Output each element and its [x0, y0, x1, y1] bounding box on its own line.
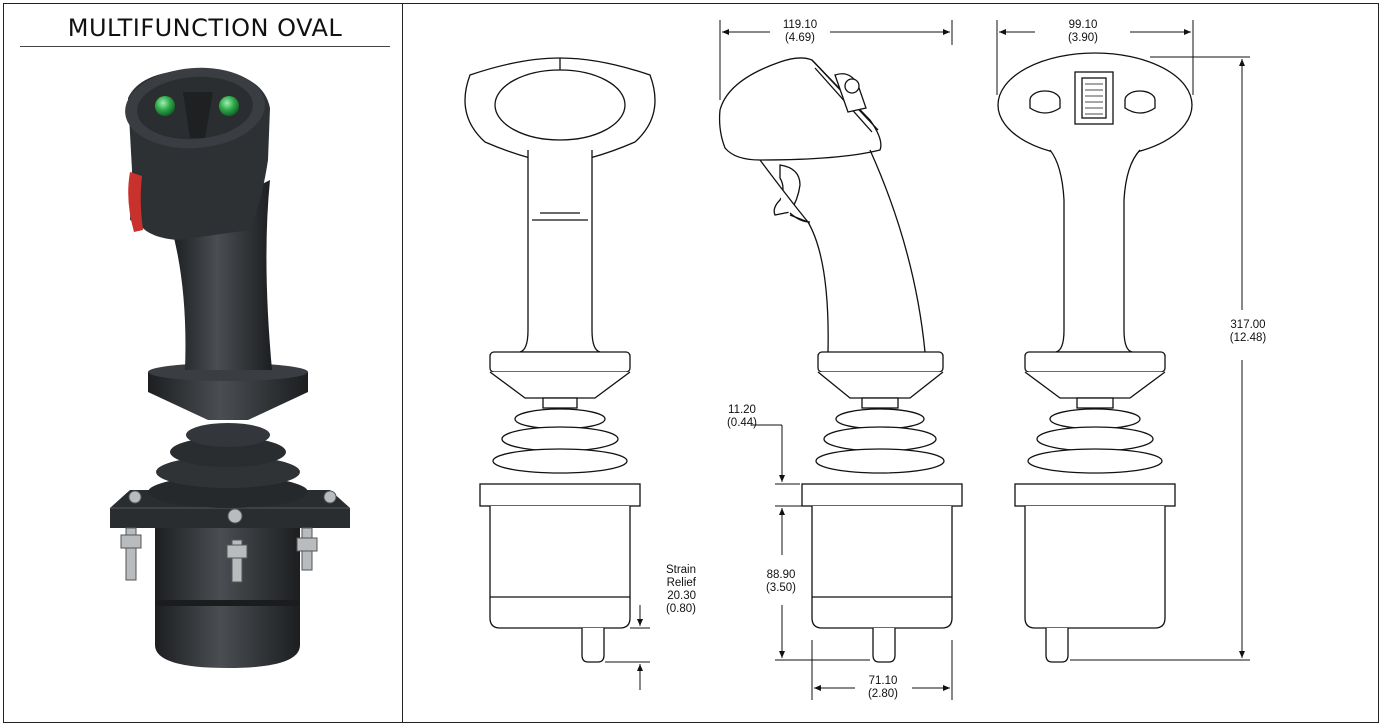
dim-height-in: (12.48) — [1230, 332, 1267, 344]
dim-flange-in: (0.44) — [727, 417, 757, 429]
dim-height-mm: 317.00 — [1230, 319, 1265, 331]
dim-strain-mm: 20.30 — [667, 590, 696, 602]
side-view-drawing — [718, 57, 963, 663]
top-front-view-drawing — [997, 52, 1193, 663]
dim-front-width-mm: 99.10 — [1069, 19, 1098, 31]
dim-side-width-mm: 119.10 — [783, 19, 817, 31]
dim-side-width-in: (4.69) — [785, 32, 815, 44]
photo-panel — [3, 3, 403, 723]
red-trigger — [128, 172, 143, 232]
dimension-lines — [605, 20, 1250, 700]
page-title: MULTIFUNCTION OVAL — [67, 14, 343, 42]
strain-relief-label-2: Relief — [667, 577, 697, 589]
dim-body-in: (3.50) — [766, 582, 796, 594]
dim-base-mm: 71.10 — [869, 675, 898, 687]
joystick-photo — [110, 67, 350, 668]
drawing-frame — [3, 3, 1379, 723]
dim-front-width-in: (3.90) — [1068, 32, 1098, 44]
mounting-screws — [120, 490, 337, 583]
dim-base-in: (2.80) — [868, 688, 898, 700]
dim-strain-in: (0.80) — [666, 603, 696, 615]
dim-body-mm: 88.90 — [767, 569, 796, 581]
dimension-labels: 119.10 (4.69) 99.10 (3.90) 317.00 (12.48… — [666, 19, 1266, 700]
dim-flange-mm: 11.20 — [728, 404, 756, 416]
strain-relief-label-1: Strain — [666, 564, 696, 576]
front-view-drawing — [464, 57, 656, 663]
title-underline — [20, 46, 390, 47]
green-button-left — [155, 96, 175, 116]
green-button-right — [219, 96, 239, 116]
